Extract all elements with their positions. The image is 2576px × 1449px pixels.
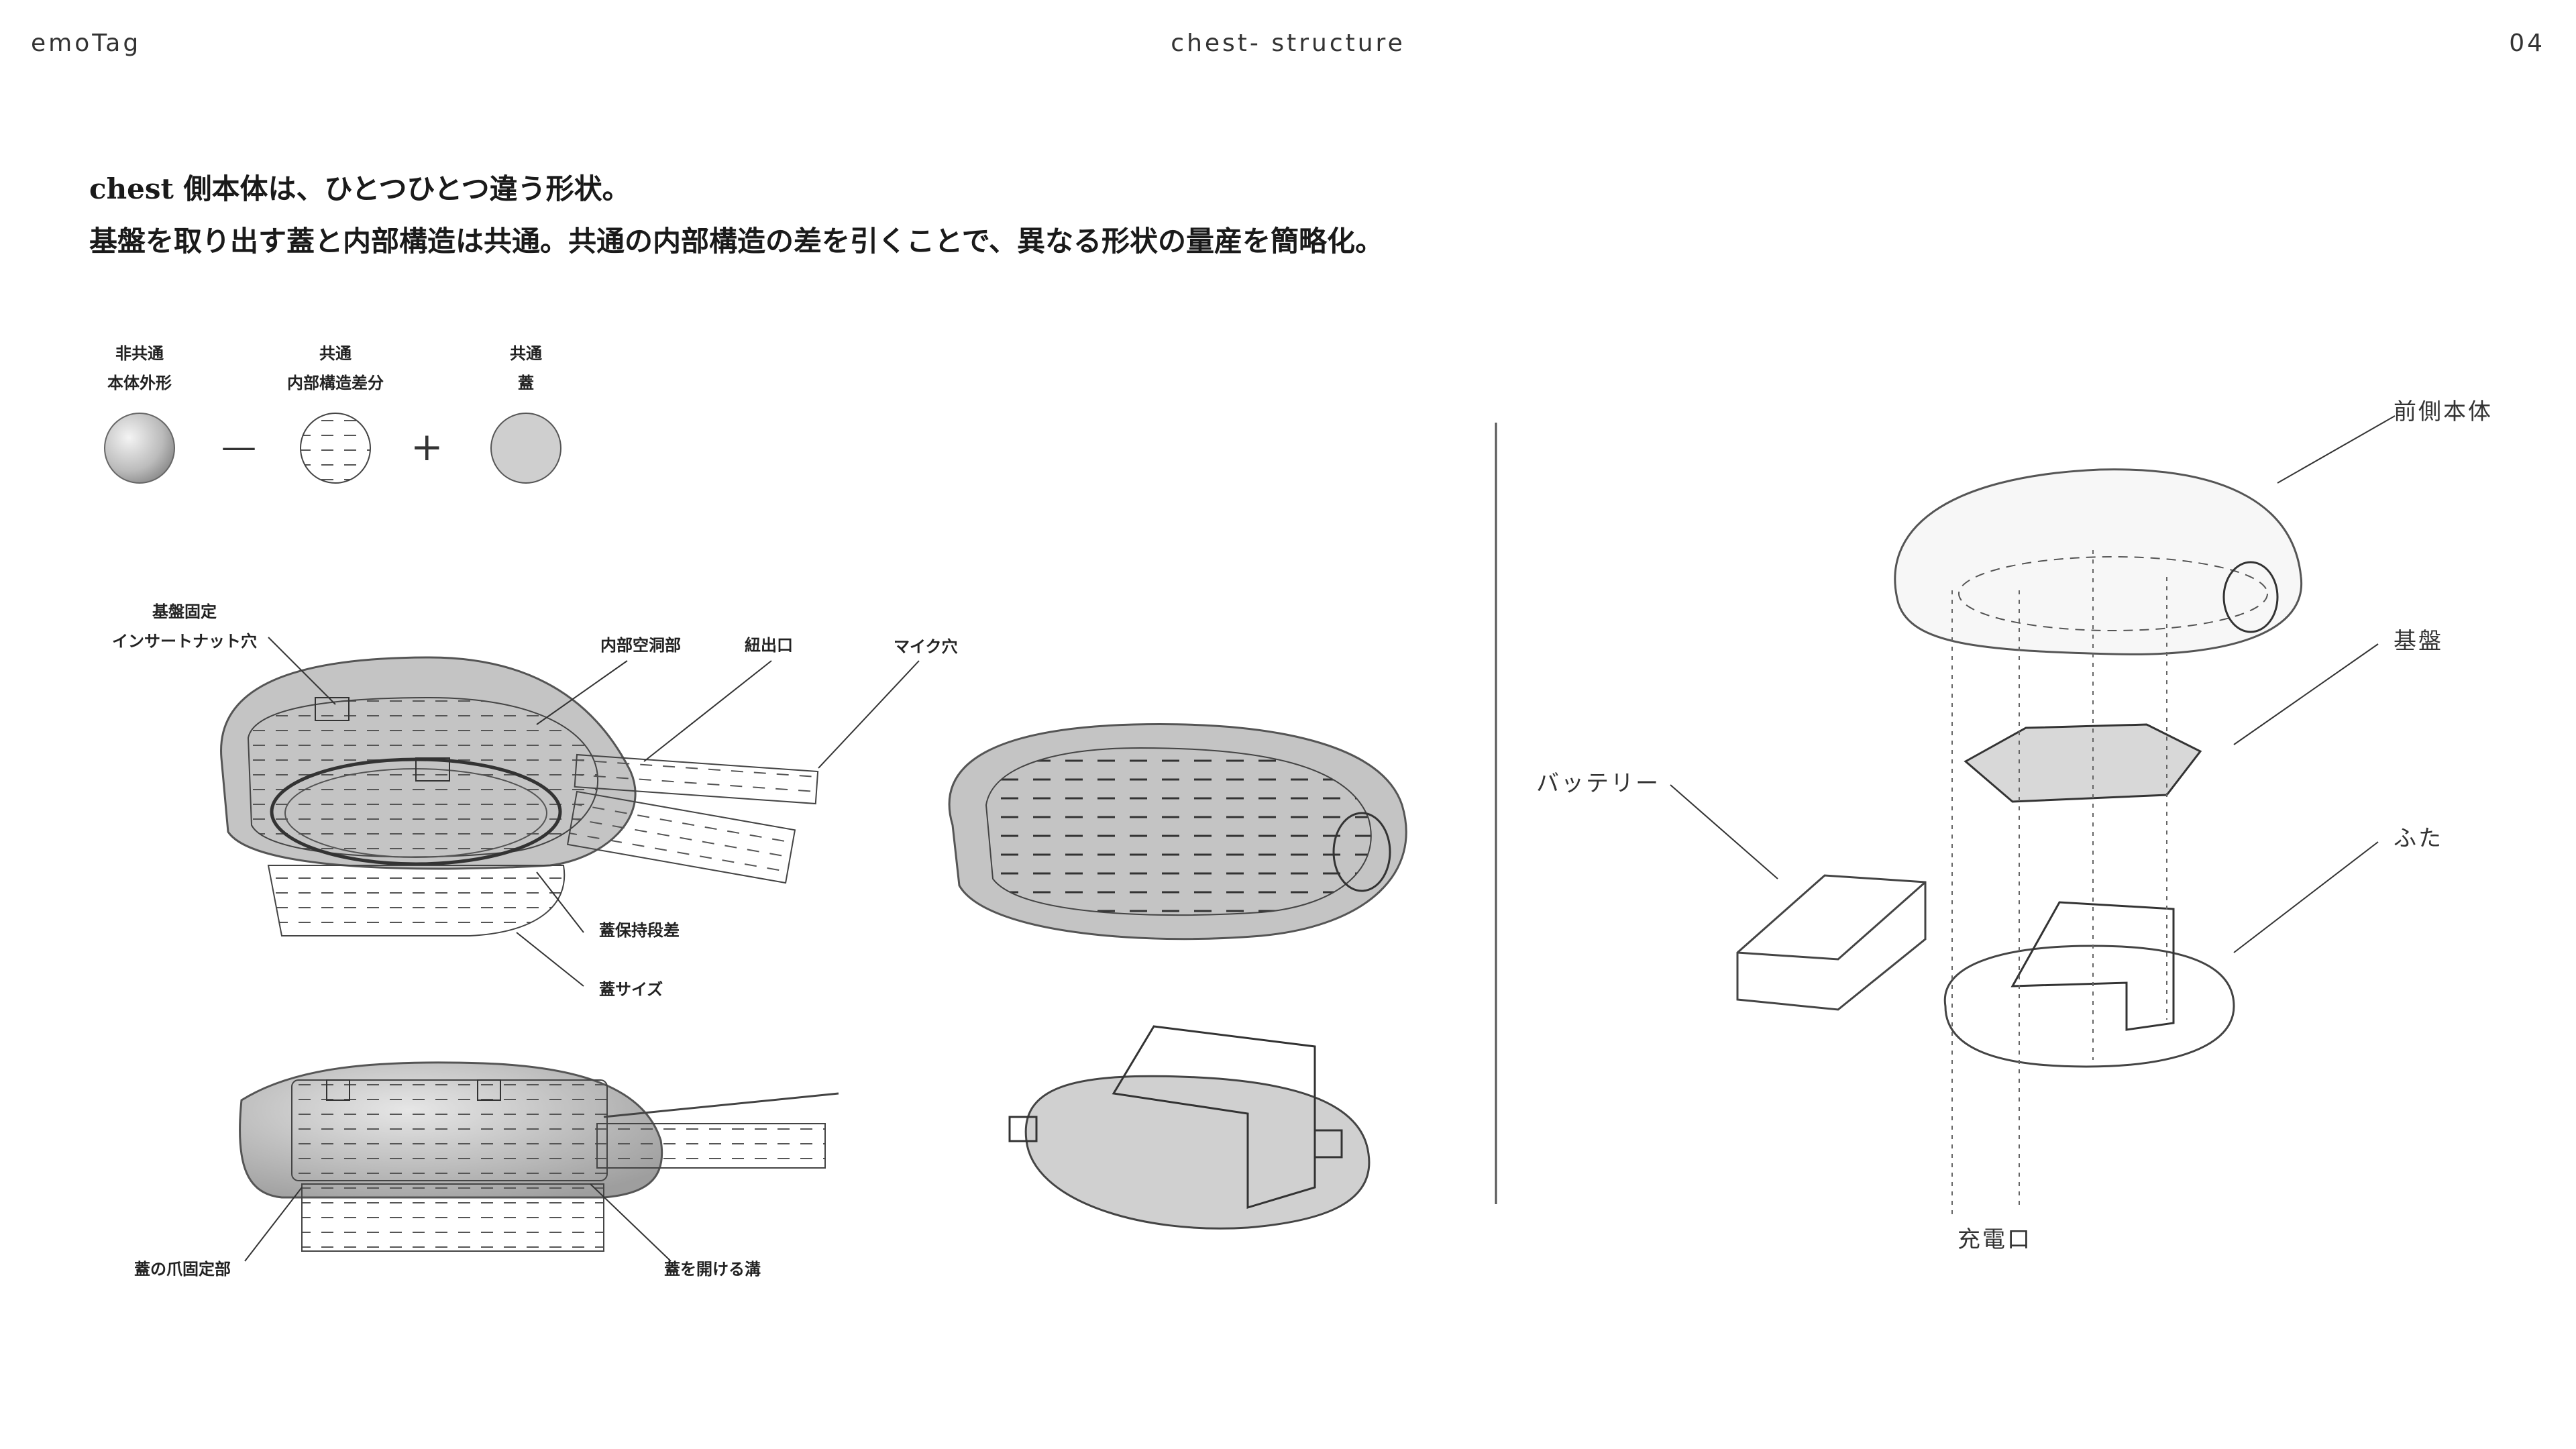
label-mic-hole: マイク穴 <box>894 637 958 656</box>
page-number: 04 <box>2509 30 2545 57</box>
mid-lid-tab-left <box>1008 1116 1038 1142</box>
formula-item2-label: 共通内部構造差分 <box>287 343 384 392</box>
left-bottom-drawing <box>239 1061 839 1252</box>
formula-row <box>104 413 561 484</box>
label-lid-groove: 蓋を開ける溝 <box>664 1259 761 1279</box>
side-nut-2 <box>477 1079 501 1101</box>
leader-lines <box>244 415 2396 1262</box>
formula-item1-label: 非共通本体外形 <box>107 343 172 392</box>
mid-lid-tab-right <box>1313 1129 1343 1159</box>
page-title: chest- structure <box>1171 30 1405 57</box>
label-insert-nut: 基盤固定インサートナット穴 <box>112 602 257 651</box>
label-board: 基盤 <box>2394 628 2443 655</box>
middle-bottom-drawing <box>1008 1025 1371 1230</box>
mid-mic-ring <box>1332 812 1391 892</box>
label-lid: ふた <box>2394 825 2443 852</box>
exploded-battery <box>1736 874 1927 1011</box>
label-lid-size: 蓋サイズ <box>599 979 663 999</box>
label-lid-step: 蓋保持段差 <box>599 920 680 940</box>
mic-hole-tube <box>566 790 796 884</box>
label-charge-port: 充電口 <box>1957 1226 2032 1253</box>
mid-lid-plate <box>1024 1075 1371 1230</box>
side-cord <box>603 1092 839 1118</box>
formula-item3-label: 共通蓋 <box>510 343 542 392</box>
exploded-lid <box>1943 901 2235 1068</box>
side-cavity <box>291 1079 608 1181</box>
inner-structure-circle <box>300 413 371 484</box>
middle-top-drawing <box>948 723 1407 941</box>
insert-nut <box>315 697 350 721</box>
minus-sign: — <box>221 427 258 467</box>
lid-size-plate <box>267 865 566 936</box>
lid-circle <box>490 413 561 484</box>
side-nut-1 <box>326 1079 350 1101</box>
intro-line-1: chest 側本体は、ひとつひとつ違う形状。 <box>89 172 631 205</box>
label-cord-outlet: 紐出口 <box>745 635 793 655</box>
left-top-drawing <box>220 656 819 936</box>
body-shape-circle <box>104 413 175 484</box>
exploded-front-body <box>1894 468 2303 655</box>
label-lid-claw: 蓋の爪固定部 <box>134 1259 231 1279</box>
mid-lid-box <box>1112 1025 1316 1210</box>
exploded-dashed-guides <box>1951 550 2167 1214</box>
cord-outlet-tube <box>574 753 819 805</box>
label-battery: バッテリー <box>1536 770 1660 797</box>
side-lid <box>301 1183 604 1252</box>
insert-nut-center <box>415 757 450 782</box>
exploded-board <box>1964 723 2202 803</box>
plus-sign: + <box>411 424 445 470</box>
intro-line-2: 基盤を取り出す蓋と内部構造は共通。共通の内部構造の差を引くことで、異なる形状の量… <box>89 225 1384 258</box>
side-tube <box>596 1123 826 1169</box>
brand-name: emoTag <box>31 30 142 57</box>
mid-cavity <box>985 747 1372 916</box>
label-front-body: 前側本体 <box>2394 398 2493 425</box>
label-inner-cavity: 内部空洞部 <box>600 635 681 655</box>
